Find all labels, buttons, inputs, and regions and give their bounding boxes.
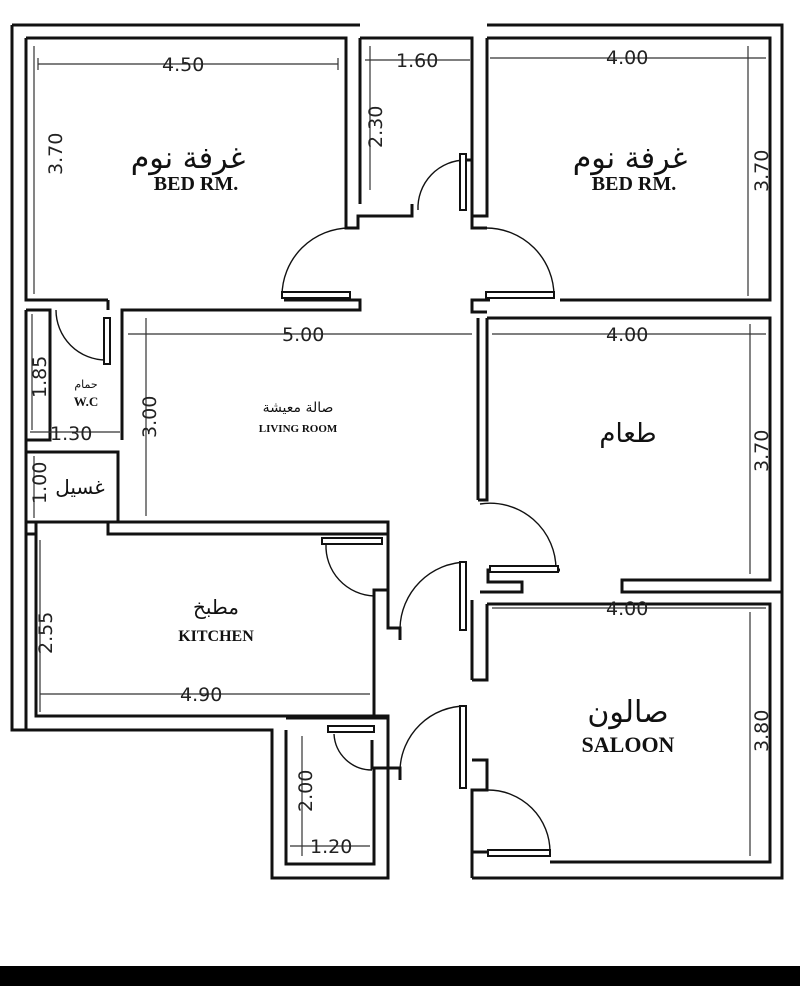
dim-wc-height: 1.85 [29,356,51,398]
dim-bed1-width: 4.50 [162,54,204,76]
dim-wc-width: 1.30 [50,423,92,445]
doors [55,153,559,857]
dim-saloon-height: 3.80 [751,710,773,752]
living-label-ar: صالة معيشة [263,400,334,416]
bed2-label-ar: غرفة نوم [573,141,688,176]
dimension-labels: 4.50 3.70 1.60 2.30 4.00 3.70 1.85 1.30 … [29,47,773,858]
bed1-label-ar: غرفة نوم [131,141,246,176]
walls [10,23,784,880]
dim-washing-height: 1.00 [29,462,51,504]
saloon-label-ar: صالون [587,695,668,730]
dim-living-height: 3.00 [139,396,161,438]
dim-dining-height: 3.70 [751,430,773,472]
wc-label-en: W.C [74,394,98,409]
dim-kitchen-width: 4.90 [180,684,222,706]
dim-corridor-width: 1.60 [396,50,438,72]
dim-living-width: 5.00 [282,324,324,346]
dim-saloon-width: 4.00 [606,598,648,620]
dimension-lines [30,46,766,856]
bottom-black-bar [0,966,800,986]
dim-dining-width: 4.00 [606,324,648,346]
wc-label-ar: حمام [74,378,97,391]
washing-label-ar: غسيل [55,475,104,499]
room-labels: غرفة نوم BED RM. غرفة نوم BED RM. حمام W… [55,141,687,757]
dim-store-width: 1.20 [310,836,352,858]
dim-bed2-height: 3.70 [751,150,773,192]
dining-label-ar: طعام [599,419,656,449]
saloon-label-en: SALOON [582,732,675,757]
kitchen-label-ar: مطبخ [193,595,239,619]
living-label-en: LIVING ROOM [259,423,338,435]
dim-store-height: 2.00 [295,770,317,812]
bed1-label-en: BED RM. [154,173,238,195]
dim-corridor-height: 2.30 [365,106,387,148]
dim-kitchen-height: 2.55 [35,612,57,654]
dim-bed1-height: 3.70 [45,133,67,175]
dim-bed2-width: 4.00 [606,47,648,69]
kitchen-label-en: KITCHEN [178,628,254,645]
bed2-label-en: BED RM. [592,173,676,195]
